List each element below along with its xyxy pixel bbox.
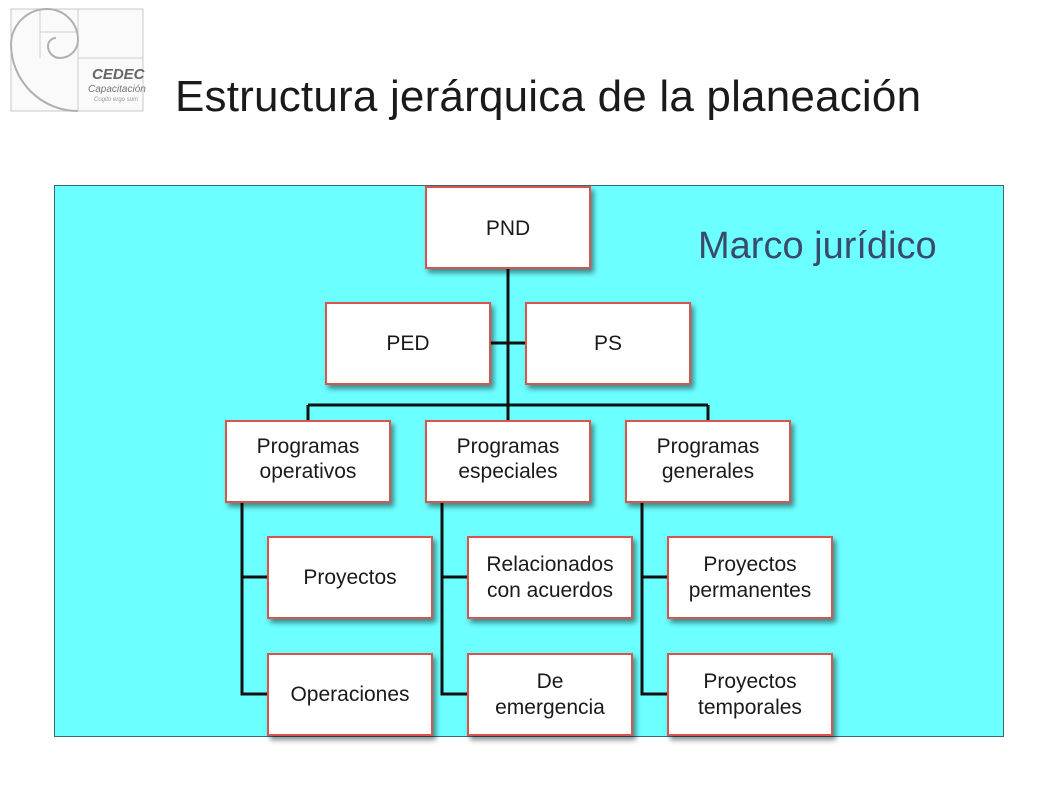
node-relacionados: Relacionados con acuerdos: [467, 536, 633, 619]
node-programas-operativos: Programas operativos: [225, 420, 391, 503]
node-proyectos-label: Proyectos: [303, 565, 397, 589]
golden-spiral-icon: [9, 7, 144, 112]
node-proyectos: Proyectos: [267, 536, 433, 619]
node-programas-operativos-label: Programas operativos: [256, 435, 360, 484]
cedec-logo: CEDEC Capacitación Cogito ergo sum: [9, 7, 146, 112]
node-programas-especiales-label: Programas especiales: [456, 435, 560, 484]
node-proyectos-permanentes-label: Proyectos permanentes: [688, 553, 812, 602]
node-relacionados-label: Relacionados con acuerdos: [486, 553, 614, 602]
node-proyectos-temporales-label: Proyectos temporales: [698, 670, 802, 719]
page-title: Estructura jerárquica de la planeación: [175, 72, 922, 121]
logo-subtitle: Capacitación: [88, 84, 146, 95]
node-operaciones-label: Operaciones: [290, 682, 410, 706]
logo-name: CEDEC: [92, 66, 145, 83]
node-emergencia: De emergencia: [467, 653, 633, 736]
node-proyectos-temporales: Proyectos temporales: [667, 653, 833, 736]
node-programas-generales: Programas generales: [625, 420, 791, 503]
node-programas-generales-label: Programas generales: [656, 435, 760, 484]
node-programas-especiales: Programas especiales: [425, 420, 591, 503]
node-ps: PS: [525, 302, 691, 385]
node-ped: PED: [325, 302, 491, 385]
node-pnd-label: PND: [485, 217, 531, 240]
frame-label: Marco jurídico: [698, 225, 937, 267]
node-operaciones: Operaciones: [267, 653, 433, 736]
node-emergencia-label: De emergencia: [495, 670, 605, 719]
node-ped-label: PED: [386, 331, 430, 355]
logo-tagline: Cogito ergo sum: [94, 97, 139, 103]
node-proyectos-permanentes: Proyectos permanentes: [667, 536, 833, 619]
node-ps-label: PS: [593, 331, 622, 355]
node-pnd: PND: [425, 186, 591, 269]
